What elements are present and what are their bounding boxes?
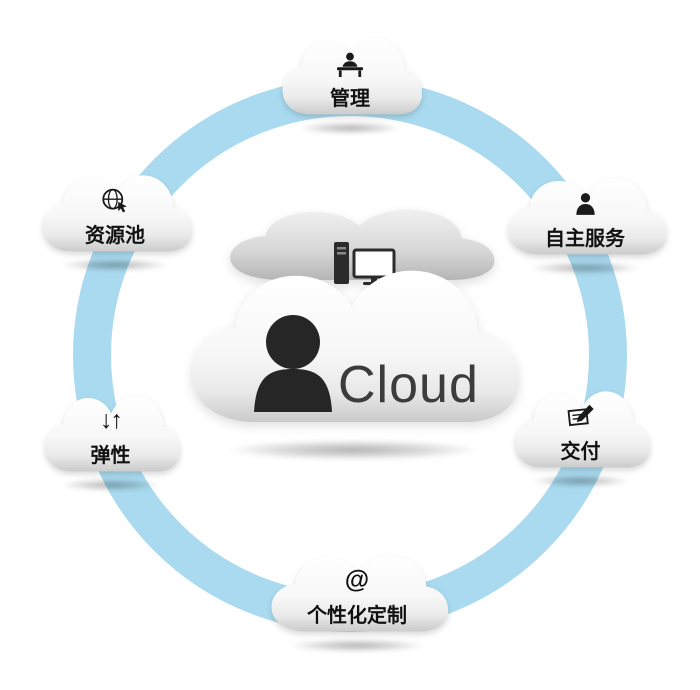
at-sign-icon: @ xyxy=(344,566,370,594)
node-label: 资源池 xyxy=(85,224,145,247)
node-delivery: 交付 xyxy=(508,381,653,476)
shadow-bottom-node xyxy=(290,639,424,652)
center-label: Cloud xyxy=(338,356,479,414)
node-label: 管理 xyxy=(330,87,370,110)
node-customization: @ 个性化定制 xyxy=(262,545,452,640)
shadow-lower-left-node xyxy=(62,479,159,491)
admin-desk-icon xyxy=(334,49,366,79)
node-elasticity: ↓↑ 弹性 xyxy=(38,385,183,480)
node-label: 弹性 xyxy=(90,444,131,467)
shadow-upper-right-node xyxy=(530,262,640,274)
shadow-upper-left-node xyxy=(62,259,168,271)
node-self-service: 自主服务 xyxy=(500,168,670,263)
globe-cursor-icon xyxy=(101,186,130,216)
node-label: 个性化定制 xyxy=(307,604,407,627)
center-cloud: Cloud xyxy=(191,209,519,422)
node-label: 交付 xyxy=(560,440,601,463)
node-resource-pool: 资源池 xyxy=(35,165,195,260)
person-icon xyxy=(575,189,596,219)
node-label: 自主服务 xyxy=(545,227,625,250)
node-management: 管理 xyxy=(275,28,425,123)
computer-tower-monitor-icon xyxy=(334,242,396,285)
pencil-note-icon xyxy=(566,402,596,432)
shadow-top-node xyxy=(300,122,400,134)
down-up-arrows-icon: ↓↑ xyxy=(100,406,123,434)
shadow-center-cloud xyxy=(228,440,478,460)
shadow-lower-right-node xyxy=(532,475,629,487)
person-silhouette-icon xyxy=(254,315,332,412)
